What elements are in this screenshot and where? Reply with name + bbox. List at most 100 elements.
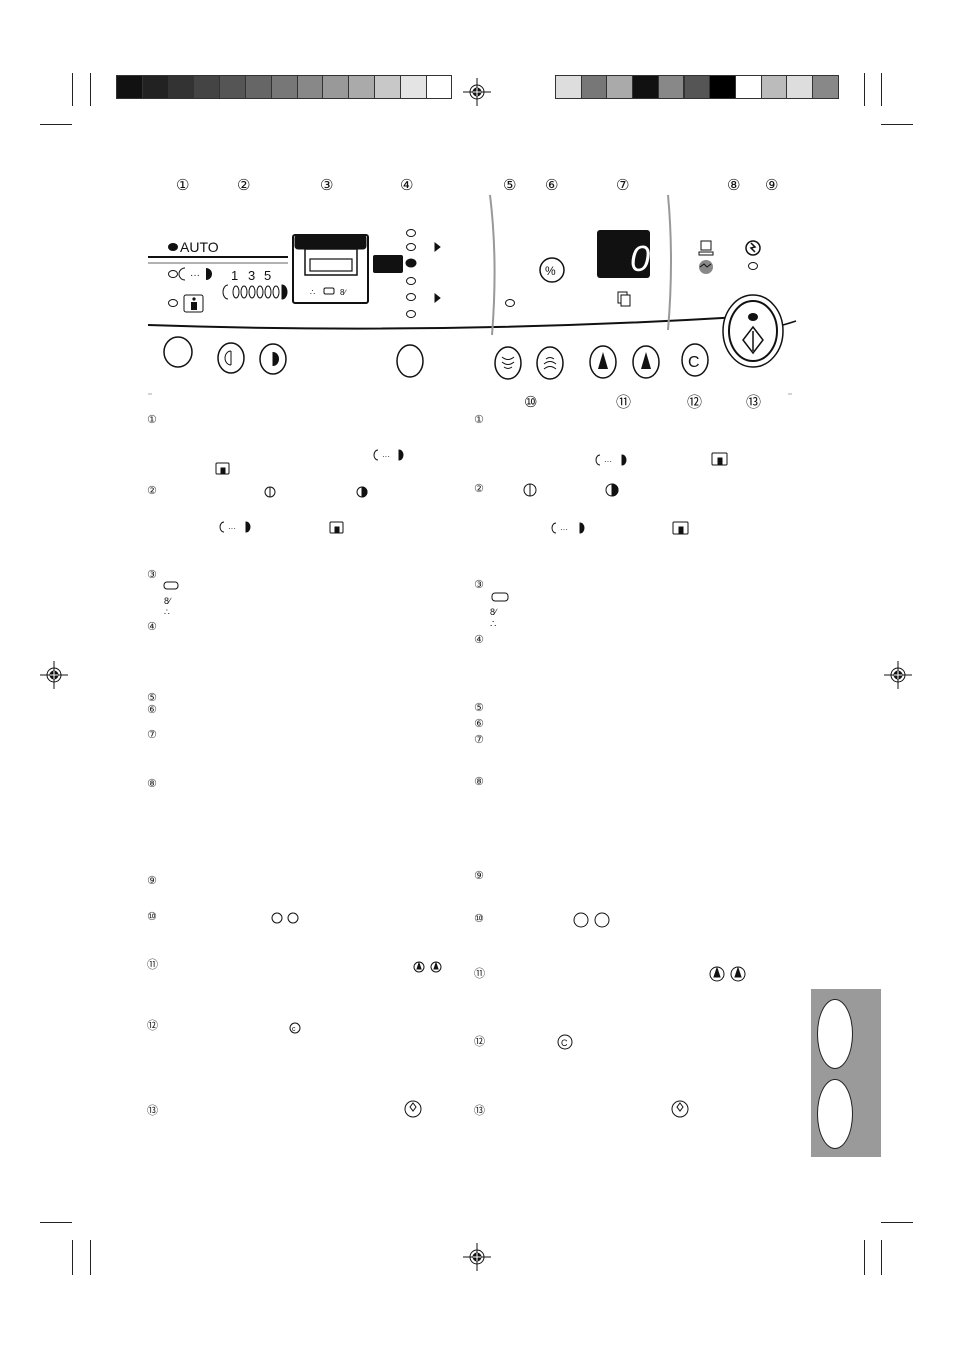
control-panel: AUTO ··· 1 3 5 ∴ 8∕ [147,194,797,395]
start-button[interactable] [722,294,797,368]
color-swatch [296,75,324,99]
callout-5: ⑤ [503,176,517,194]
color-swatch [219,75,246,99]
svg-text:∴: ∴ [164,607,170,617]
color-swatch [399,75,427,99]
language-oval-top [817,999,853,1069]
copy-quantity-down-button[interactable] [589,345,617,379]
darker-button[interactable] [259,343,287,375]
color-swatch [606,75,634,99]
exposure-mode-button[interactable] [163,336,193,368]
callout-13: ⑬ [746,393,762,411]
left-marker-1: ① [147,413,157,426]
right-inline-icons: ··· ··· 8∕ ∴ C [490,452,746,1118]
percent-label: % [545,264,556,278]
reduce-button[interactable] [494,346,522,380]
registration-mark [463,78,491,106]
svg-text:∴: ∴ [310,288,315,297]
callout-10: ⑩ [524,393,538,411]
left-marker-8: ⑧ [147,777,157,790]
exposure-level-3: 3 [248,268,255,283]
left-inline-icons: ··· ··· 8∕ ∴ c [163,449,442,1118]
auto-label: AUTO [180,239,219,255]
right-marker-11: ⑪ [474,967,485,980]
left-marker-6: ⑥ [147,703,157,716]
svg-text:C: C [561,1038,568,1048]
color-swatch [812,75,839,99]
tray-select-leds [405,229,441,318]
registration-mark [884,661,912,689]
right-marker-5: ⑤ [474,701,484,714]
right-marker-4: ④ [474,633,484,646]
callout-4: ④ [400,176,414,194]
left-marker-13: ⑬ [147,1104,158,1117]
right-marker-12: ⑫ [474,1035,485,1048]
callout-2: ② [237,176,251,194]
callout-3: ③ [320,176,334,194]
copy-count-display [597,230,650,278]
callout-9: ⑨ [765,176,779,194]
tray-select-button[interactable] [396,344,424,378]
exposure-level-1: 1 [231,268,238,283]
power-save-icon [698,240,714,274]
language-tab [811,989,881,1157]
svg-text:8∕: 8∕ [164,596,172,606]
exposure-level-5: 5 [264,268,271,283]
color-swatch [683,75,711,99]
lighter-button[interactable] [217,342,245,374]
svg-text:8∕: 8∕ [490,607,498,617]
callout-11: ⑪ [616,393,632,411]
callout-6: ⑥ [545,176,559,194]
svg-text:c: c [292,1026,296,1033]
exposure-scale-leds [222,284,288,300]
registration-mark [463,1243,491,1271]
enlarge-button[interactable] [536,346,564,380]
svg-text:8∕: 8∕ [340,288,347,297]
color-swatch [425,75,453,99]
left-marker-7: ⑦ [147,728,157,741]
color-swatch [141,75,169,99]
percent-button[interactable] [539,257,565,283]
right-marker-6: ⑥ [474,717,484,730]
right-marker-2: ② [474,482,484,495]
copy-quantity-up-button[interactable] [632,345,660,379]
svg-text:···: ··· [382,452,390,461]
callout-12: ⑫ [687,393,703,411]
exposure-range-icon: ··· [178,267,212,281]
copy-count-value: 0 [630,238,650,279]
right-marker-7: ⑦ [474,733,484,746]
clear-button[interactable]: C [681,343,709,377]
svg-text:···: ··· [190,270,200,281]
copier-status-icon: ∴ 8∕ [292,234,369,304]
color-swatch [734,75,762,99]
svg-text:···: ··· [228,524,236,533]
color-swatch [709,75,736,99]
color-swatch [167,75,195,99]
left-marker-10: ⑩ [147,910,157,923]
left-marker-2: ② [147,484,157,497]
color-swatch [786,75,813,99]
photo-mode-icon [183,294,204,313]
color-swatch [116,75,143,99]
color-swatch [348,75,375,99]
left-marker-9: ⑨ [147,874,157,887]
callout-7: ⑦ [616,176,630,194]
right-marker-10: ⑩ [474,912,484,925]
color-swatch [632,75,659,99]
registration-mark [40,661,68,689]
left-marker-12: ⑫ [147,1019,158,1032]
clear-label: C [688,354,700,371]
right-marker-3: ③ [474,578,484,591]
svg-text:∴: ∴ [490,619,496,630]
left-marker-4: ④ [147,620,157,633]
right-marker-13: ⑬ [474,1104,485,1117]
left-marker-11: ⑪ [147,958,158,971]
left-marker-5: ⑤ [147,691,157,704]
callout-1: ① [176,176,190,194]
auto-power-off-icon [745,240,761,270]
language-oval-bottom [817,1079,853,1149]
copies-icon [617,291,631,307]
right-marker-1: ① [474,413,484,426]
tray-select-indicator [373,255,403,273]
